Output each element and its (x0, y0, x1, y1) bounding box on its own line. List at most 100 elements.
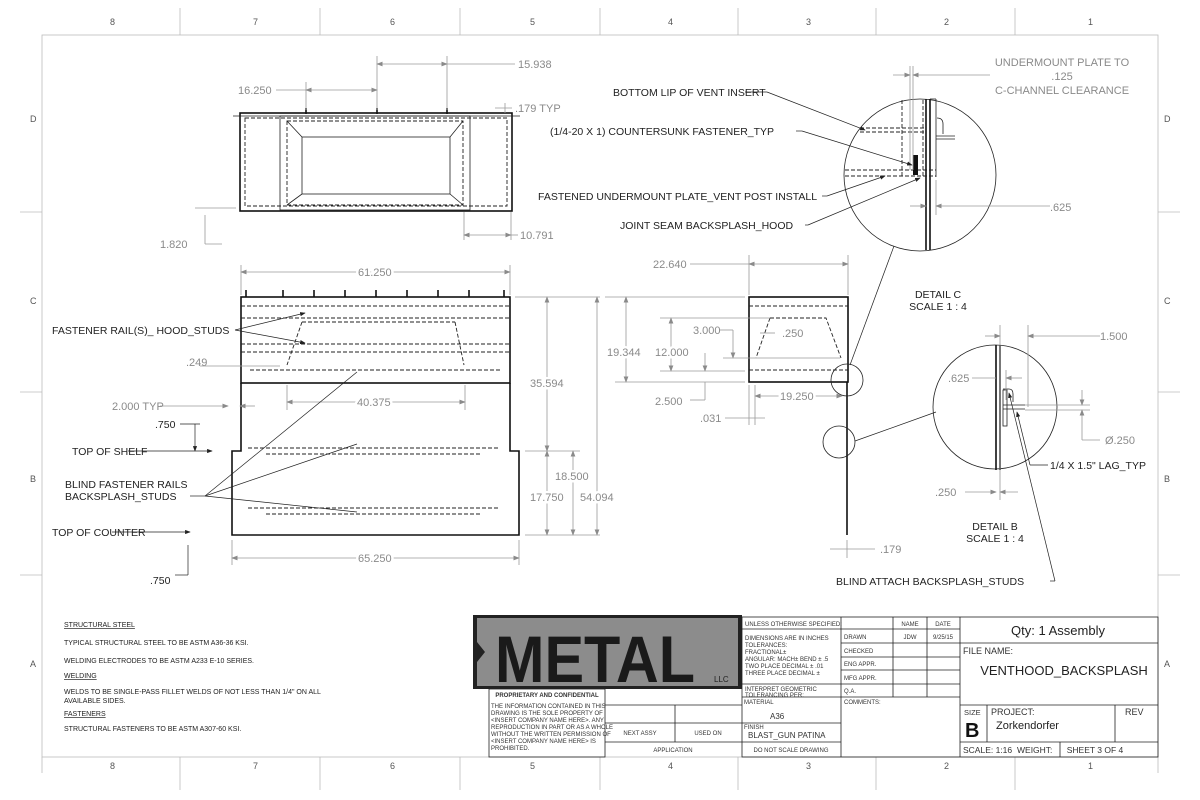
name-header: NAME (901, 622, 918, 628)
label-fastened: FASTENED UNDERMOUNT PLATE_VENT POST INST… (538, 191, 817, 203)
tolerance-line: ANGULAR: MACH± BEND ± .5 (745, 657, 829, 663)
tolerance-line: THREE PLACE DECIMAL ± (745, 671, 820, 677)
proprietary-title: PROPRIETARY AND CONFIDENTIAL (495, 693, 599, 699)
note-line: TYPICAL STRUCTURAL STEEL TO BE ASTM A36-… (64, 640, 249, 647)
note-line: WELDING ELECTRODES TO BE ASTM A233 E-10 … (64, 658, 254, 665)
finish-label: FINISH (744, 725, 764, 731)
dim-250: .250 (782, 328, 803, 340)
dim-22-640: 22.640 (653, 259, 687, 271)
detail-c-scale: SCALE 1 : 4 (909, 301, 967, 313)
project-value: Zorkendorfer (996, 720, 1059, 732)
project-label: PROJECT: (991, 707, 1035, 717)
label-top-of-shelf: TOP OF SHELF (72, 446, 147, 458)
logo-suffix: LLC (714, 675, 729, 684)
notes-heading-welding: WELDING (64, 673, 97, 680)
zone-col-6: 6 (390, 17, 395, 27)
sheet-number: SHEET 3 OF 4 (1067, 745, 1124, 755)
label-lag: 1/4 X 1.5" LAG_TYP (1050, 460, 1146, 472)
dim-10-791: 10.791 (520, 230, 554, 242)
dim-2-000-typ: 2.000 TYP (112, 401, 164, 413)
dim-19-344: 19.344 (607, 347, 641, 359)
note-line: STRUCTURAL FASTENERS TO BE ASTM A307-60 … (64, 726, 241, 733)
dim-65-250: 65.250 (358, 553, 392, 565)
note-undermount: UNDERMOUNT PLATE TO (995, 57, 1130, 69)
front-view: FASTENER RAIL(S)_ HOOD_STUDS .249 2.000 … (52, 265, 616, 588)
dim-179: .179 (880, 544, 901, 556)
drawn-label: DRAWN (844, 635, 866, 641)
dim-15-938: 15.938 (518, 59, 552, 71)
zone-col-8-bottom: 8 (110, 761, 115, 771)
dim-031: .031 (700, 413, 721, 425)
dim-750-shelf: .750 (155, 419, 176, 431)
label-blind-attach: BLIND ATTACH BACKSPLASH_STUDS (836, 576, 1024, 588)
note-line: AVAILABLE SIDES. (64, 698, 126, 705)
label-backsplash-studs: BACKSPLASH_STUDS (65, 491, 176, 503)
dim-61-250: 61.250 (358, 267, 392, 279)
tolerance-line: TOLERANCES: (745, 643, 788, 649)
rev-label: REV (1125, 707, 1144, 717)
mfg-appr-label: MFG APPR. (844, 676, 877, 682)
dim-35-594: 35.594 (530, 378, 564, 390)
dim-625-b: .625 (948, 373, 969, 385)
note-125: .125 (1051, 71, 1072, 83)
comments-label: COMMENTS: (844, 700, 881, 706)
proprietary-line: DRAWING IS THE SOLE PROPERTY OF (491, 711, 603, 717)
dim-179-typ: .179 TYP (515, 103, 561, 115)
file-name-value: VENTHOOD_BACKSPLASH (980, 663, 1148, 678)
detail-c-title: DETAIL C (915, 289, 962, 301)
proprietary-line: PROHIBITED. (491, 746, 530, 752)
dim-249: .249 (186, 357, 207, 369)
dim-2-500: 2.500 (655, 396, 683, 408)
dim-250-b: .250 (935, 487, 956, 499)
zone-col-2-bottom: 2 (944, 761, 949, 771)
zone-labels: 8 7 6 5 4 3 2 1 8 7 6 5 4 3 2 1 D C B A … (30, 17, 1171, 771)
dim-17-750: 17.750 (530, 492, 564, 504)
zone-col-4: 4 (668, 17, 673, 27)
zone-row-a: A (30, 659, 36, 669)
zone-col-4-bottom: 4 (668, 761, 673, 771)
size-value: B (965, 720, 979, 742)
label-countersunk: (1/4-20 X 1) COUNTERSUNK FASTENER_TYP (550, 126, 774, 138)
zone-col-1: 1 (1088, 17, 1093, 27)
zone-row-c: C (30, 296, 37, 306)
zone-row-b: B (30, 474, 36, 484)
zone-col-3-bottom: 3 (806, 761, 811, 771)
zone-row-b-right: B (1164, 474, 1170, 484)
logo-text: METAL (495, 622, 695, 696)
side-view: 22.640 19.344 12.000 3.000 .250 2.500 19… (605, 255, 901, 558)
scale-value: SCALE: 1:16 (963, 745, 1012, 755)
used-on-label: USED ON (694, 731, 721, 737)
date-header: DATE (935, 622, 951, 628)
interpret-label-2: TOLERANCING PER: (745, 693, 804, 699)
proprietary-block: PROPRIETARY AND CONFIDENTIAL THE INFORMA… (488, 688, 742, 758)
dim-3-000: 3.000 (693, 325, 721, 337)
dim-750-counter: .750 (150, 575, 171, 587)
zone-row-a-right: A (1164, 659, 1170, 669)
weight-label: WEIGHT: (1017, 745, 1052, 755)
finish-value: BLAST_GUN PATINA (748, 731, 826, 740)
do-not-scale: DO NOT SCALE DRAWING (753, 748, 828, 754)
proprietary-line: REPRODUCTION IN PART OR AS A WHOLE (491, 725, 613, 731)
zone-row-d: D (30, 114, 37, 124)
detail-b-scale: SCALE 1 : 4 (966, 533, 1024, 545)
qty-assembly: Qty: 1 Assembly (1011, 623, 1105, 638)
detail-c: UNDERMOUNT PLATE TO .125 C-CHANNEL CLEAR… (538, 57, 1130, 442)
material-value: A36 (770, 712, 785, 721)
dim-18-500: 18.500 (555, 471, 589, 483)
application-label: APPLICATION (653, 748, 692, 754)
note-line: WELDS TO BE SINGLE-PASS FILLET WELDS OF … (64, 689, 321, 696)
zone-col-5: 5 (530, 17, 535, 27)
drawn-date: 9/25/15 (933, 635, 954, 641)
title-block: UNLESS OTHERWISE SPECIFIED: DIMENSIONS A… (741, 616, 1159, 758)
checked-label: CHECKED (844, 649, 874, 655)
label-bottom-lip: BOTTOM LIP OF VENT INSERT (613, 87, 766, 99)
interpret-label: INTERPRET GEOMETRIC (745, 687, 818, 693)
zone-col-8: 8 (110, 17, 115, 27)
label-hood-studs: FASTENER RAIL(S)_ HOOD_STUDS (52, 325, 229, 337)
next-assy-label: NEXT ASSY (623, 731, 656, 737)
general-notes: STRUCTURAL STEEL TYPICAL STRUCTURAL STEE… (64, 622, 321, 733)
note-c-channel: C-CHANNEL CLEARANCE (995, 85, 1129, 97)
proprietary-line: WITHOUT THE WRITTEN PERMISSION OF (491, 732, 611, 738)
detail-b: 1.500 .625 Ø.250 1/4 X 1.5" LAG_TYP .250… (836, 325, 1146, 588)
